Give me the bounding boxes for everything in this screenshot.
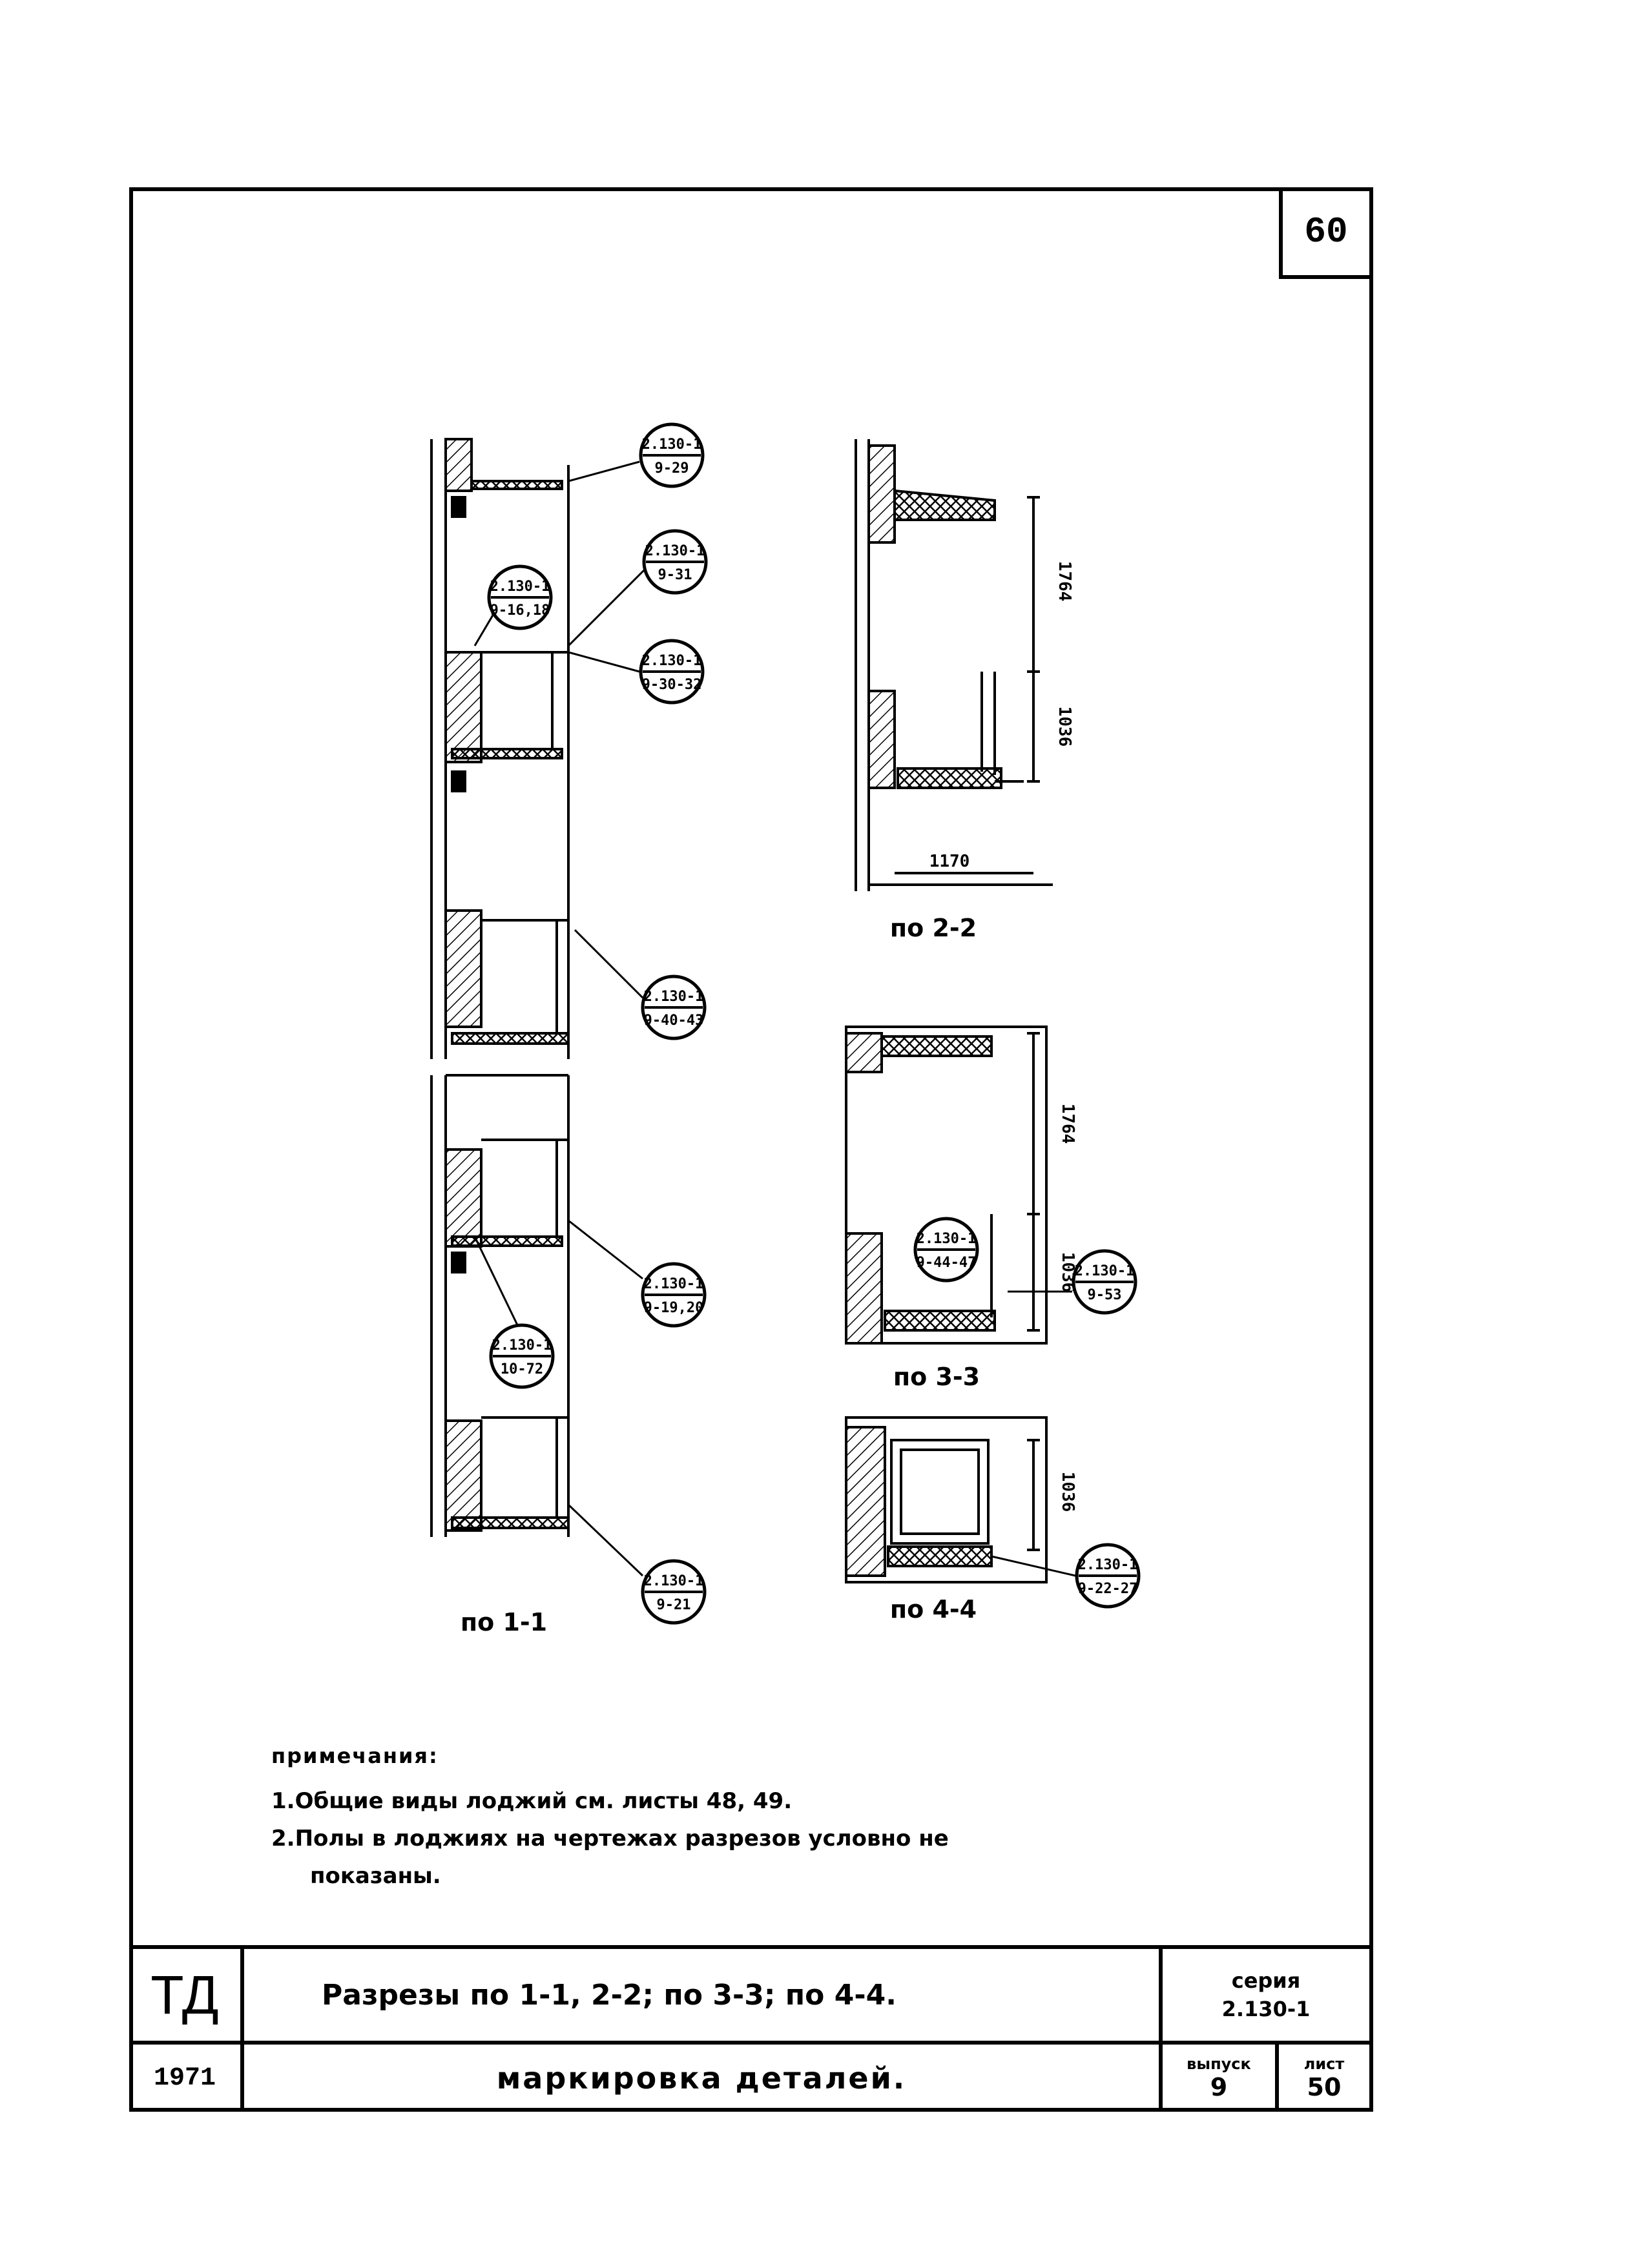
- caption-section-2-2: по 2-2: [890, 914, 977, 942]
- bubble-bottom: 9-44-47: [917, 1255, 977, 1271]
- callout-bubble: 2.130-1 9-22-27: [1075, 1543, 1141, 1609]
- bubble-top: 2.130-1: [644, 1573, 704, 1589]
- issue-cell: выпуск 9: [1163, 2045, 1279, 2112]
- bubble-top: 2.130-1: [644, 989, 704, 1005]
- callout-bubble: 2.130-1 9-30-32: [639, 639, 705, 705]
- bubble-top: 2.130-1: [1075, 1263, 1135, 1279]
- section-2-2: [855, 439, 1053, 891]
- drawing-title-line-1: Разрезы по 1-1, 2-2; по 3-3; по 4-4.: [244, 1949, 1163, 2045]
- leader-lines-1-1: [473, 460, 647, 1577]
- notes-heading: примечания:: [271, 1744, 439, 1768]
- dim-4-4: 1036: [1058, 1472, 1077, 1512]
- bubble-top: 2.130-1: [492, 1337, 552, 1354]
- bubble-bottom: 9-40-43: [644, 1013, 704, 1029]
- notes-block: примечания: 1.Общие виды лоджий см. лист…: [271, 1737, 1305, 1895]
- bubble-top: 2.130-1: [1078, 1557, 1138, 1573]
- callout-bubble: 2.130-1 10-72: [489, 1323, 555, 1389]
- drawing-title-line-2: маркировка деталей.: [244, 2045, 1163, 2112]
- section-1-1-lower: [430, 1074, 570, 1537]
- drawing-sheet-frame: [129, 187, 1373, 2112]
- dim-2-2-width: 1170: [929, 852, 970, 871]
- series-value: 2.130-1: [1221, 1997, 1311, 2021]
- bubble-bottom: 9-53: [1088, 1287, 1122, 1303]
- bubble-top: 2.130-1: [642, 653, 702, 669]
- callout-bubble: 2.130-1 9-19,20: [641, 1262, 707, 1328]
- issue-label: выпуск: [1187, 2055, 1251, 2073]
- caption-section-4-4: по 4-4: [890, 1595, 977, 1624]
- callout-bubble: 2.130-1 9-53: [1072, 1249, 1137, 1315]
- bubble-bottom: 9-16,18: [490, 603, 550, 619]
- page-number: 60: [1279, 189, 1369, 279]
- year: 1971: [129, 2045, 244, 2112]
- bubble-top: 2.130-1: [644, 1276, 704, 1292]
- series-label: серия: [1231, 1968, 1301, 1993]
- bubble-bottom: 9-22-27: [1078, 1581, 1138, 1597]
- section-4-4: [845, 1416, 1076, 1583]
- series-cell: серия 2.130-1: [1163, 1949, 1369, 2045]
- bubble-top: 2.130-1: [490, 579, 550, 595]
- caption-section-3-3: по 3-3: [893, 1363, 980, 1391]
- bubble-top: 2.130-1: [645, 543, 705, 559]
- note-item-2: 2.Полы в лоджиях на чертежах разрезов ус…: [271, 1826, 949, 1851]
- title-block: ТД 1971 Разрезы по 1-1, 2-2; по 3-3; по …: [129, 1945, 1373, 2112]
- sheet-label: лист: [1303, 2055, 1345, 2073]
- bubble-bottom: 9-30-32: [642, 677, 702, 693]
- bubble-top: 2.130-1: [917, 1231, 977, 1247]
- dim-3-3-upper: 1764: [1058, 1104, 1077, 1144]
- callout-bubble: 2.130-1 9-40-43: [641, 974, 707, 1040]
- issue-value: 9: [1210, 2073, 1228, 2101]
- callout-bubble: 2.130-1 9-21: [641, 1559, 707, 1625]
- bubble-bottom: 9-29: [655, 460, 689, 477]
- callout-bubble: 2.130-1 9-16,18: [487, 564, 553, 630]
- bubble-top: 2.130-1: [642, 437, 702, 453]
- sheet-cell: лист 50: [1279, 2045, 1369, 2112]
- dim-2-2-lower: 1036: [1055, 706, 1074, 747]
- section-3-3: [845, 1026, 1072, 1345]
- note-item-1: 1.Общие виды лоджий см. листы 48, 49.: [271, 1788, 793, 1814]
- bubble-bottom: 9-21: [657, 1597, 691, 1613]
- dim-2-2-upper: 1764: [1055, 561, 1074, 602]
- callout-bubble: 2.130-1 9-29: [639, 422, 705, 488]
- bubble-bottom: 9-31: [658, 567, 692, 583]
- callout-bubble: 2.130-1 9-31: [642, 529, 708, 595]
- bubble-bottom: 9-19,20: [644, 1300, 704, 1316]
- organization-code: ТД: [129, 1949, 244, 2045]
- note-item-2-continuation: показаны.: [310, 1863, 441, 1889]
- callout-bubble: 2.130-1 9-44-47: [913, 1217, 979, 1283]
- section-1-1-upper: [430, 438, 570, 1059]
- caption-section-1-1: по 1-1: [461, 1608, 547, 1636]
- bubble-bottom: 10-72: [501, 1361, 543, 1377]
- sheet-value: 50: [1307, 2073, 1342, 2101]
